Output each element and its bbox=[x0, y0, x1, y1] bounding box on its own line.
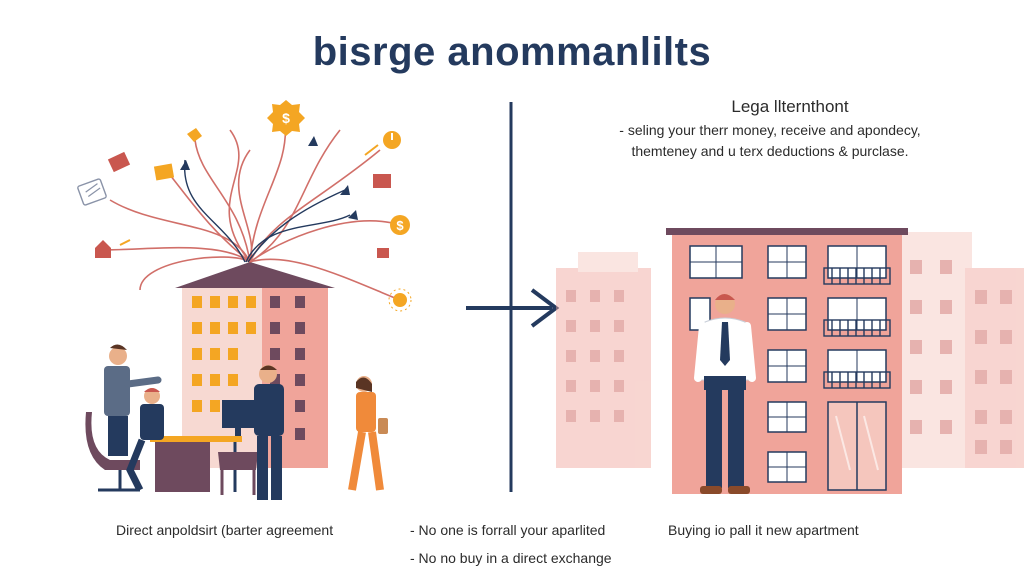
caption-middle-1: - No one is forrall your aparlited bbox=[410, 522, 606, 538]
office-desk bbox=[85, 400, 258, 495]
balconies bbox=[823, 267, 891, 389]
wallet-icon bbox=[107, 151, 391, 258]
woman-walking bbox=[348, 376, 388, 491]
standing-man bbox=[104, 344, 162, 456]
svg-text:$: $ bbox=[396, 218, 404, 233]
building-door bbox=[827, 401, 887, 491]
businessman bbox=[694, 294, 756, 494]
lightbulb-icon bbox=[388, 288, 412, 312]
caption-middle-2: - No no buy in a direct exchange bbox=[410, 550, 612, 566]
page-title: bisrge anommanlilts bbox=[312, 30, 712, 74]
dollar-coin-icon: $ bbox=[267, 100, 305, 136]
right-panel-line: themteney and u terx deductions & purcla… bbox=[631, 143, 909, 159]
clock-icon bbox=[383, 131, 401, 149]
house-icon bbox=[95, 128, 202, 258]
right-panel-text: - seling your therr money, receive and a… bbox=[560, 120, 980, 162]
seated-man bbox=[126, 388, 164, 492]
svg-text:$: $ bbox=[282, 110, 290, 126]
arrow-strings bbox=[184, 159, 351, 263]
right-panel-heading: Lega llternthont bbox=[731, 97, 849, 116]
dollar-coin-icon: $ bbox=[390, 215, 410, 235]
arrow-icon bbox=[180, 136, 358, 220]
apartment-building bbox=[666, 228, 908, 494]
caption-left: Direct anpoldsirt (barter agreement bbox=[116, 522, 334, 538]
caption-right: Buying io pall it new apartment bbox=[668, 522, 859, 538]
man-in-suit bbox=[254, 365, 284, 500]
document-icon bbox=[77, 178, 107, 206]
background-buildings bbox=[556, 232, 1024, 468]
right-arrow-icon bbox=[466, 288, 560, 328]
left-building bbox=[175, 262, 335, 468]
right-panel-line: - seling your therr money, receive and a… bbox=[619, 122, 921, 138]
